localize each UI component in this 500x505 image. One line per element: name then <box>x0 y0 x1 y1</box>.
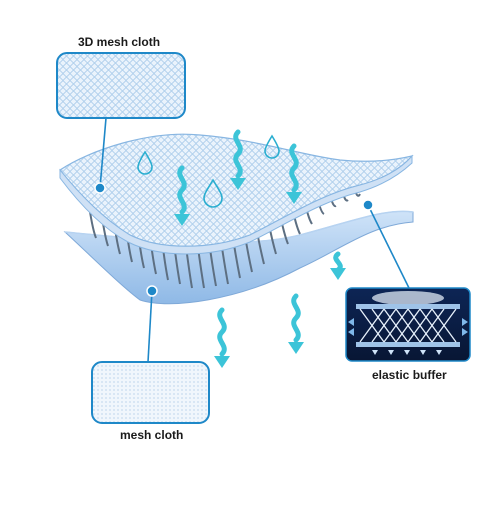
callout-dot-icon <box>362 199 374 211</box>
callout-top-mesh <box>56 52 186 194</box>
airflow-arrow-icon <box>177 129 343 357</box>
callout-dot-icon <box>94 182 106 194</box>
callout-dot-icon <box>146 285 158 297</box>
callout-elastic-buffer <box>345 199 471 362</box>
label-mesh-cloth: mesh cloth <box>120 428 184 442</box>
water-drop-icon <box>137 134 280 208</box>
top-3d-mesh-layer <box>59 133 414 255</box>
label-3d-mesh-cloth: 3D mesh cloth <box>78 35 161 49</box>
label-elastic-buffer: elastic buffer <box>372 368 447 382</box>
airflow-arrowheads <box>174 178 346 368</box>
callout-bottom-mesh <box>91 285 210 424</box>
